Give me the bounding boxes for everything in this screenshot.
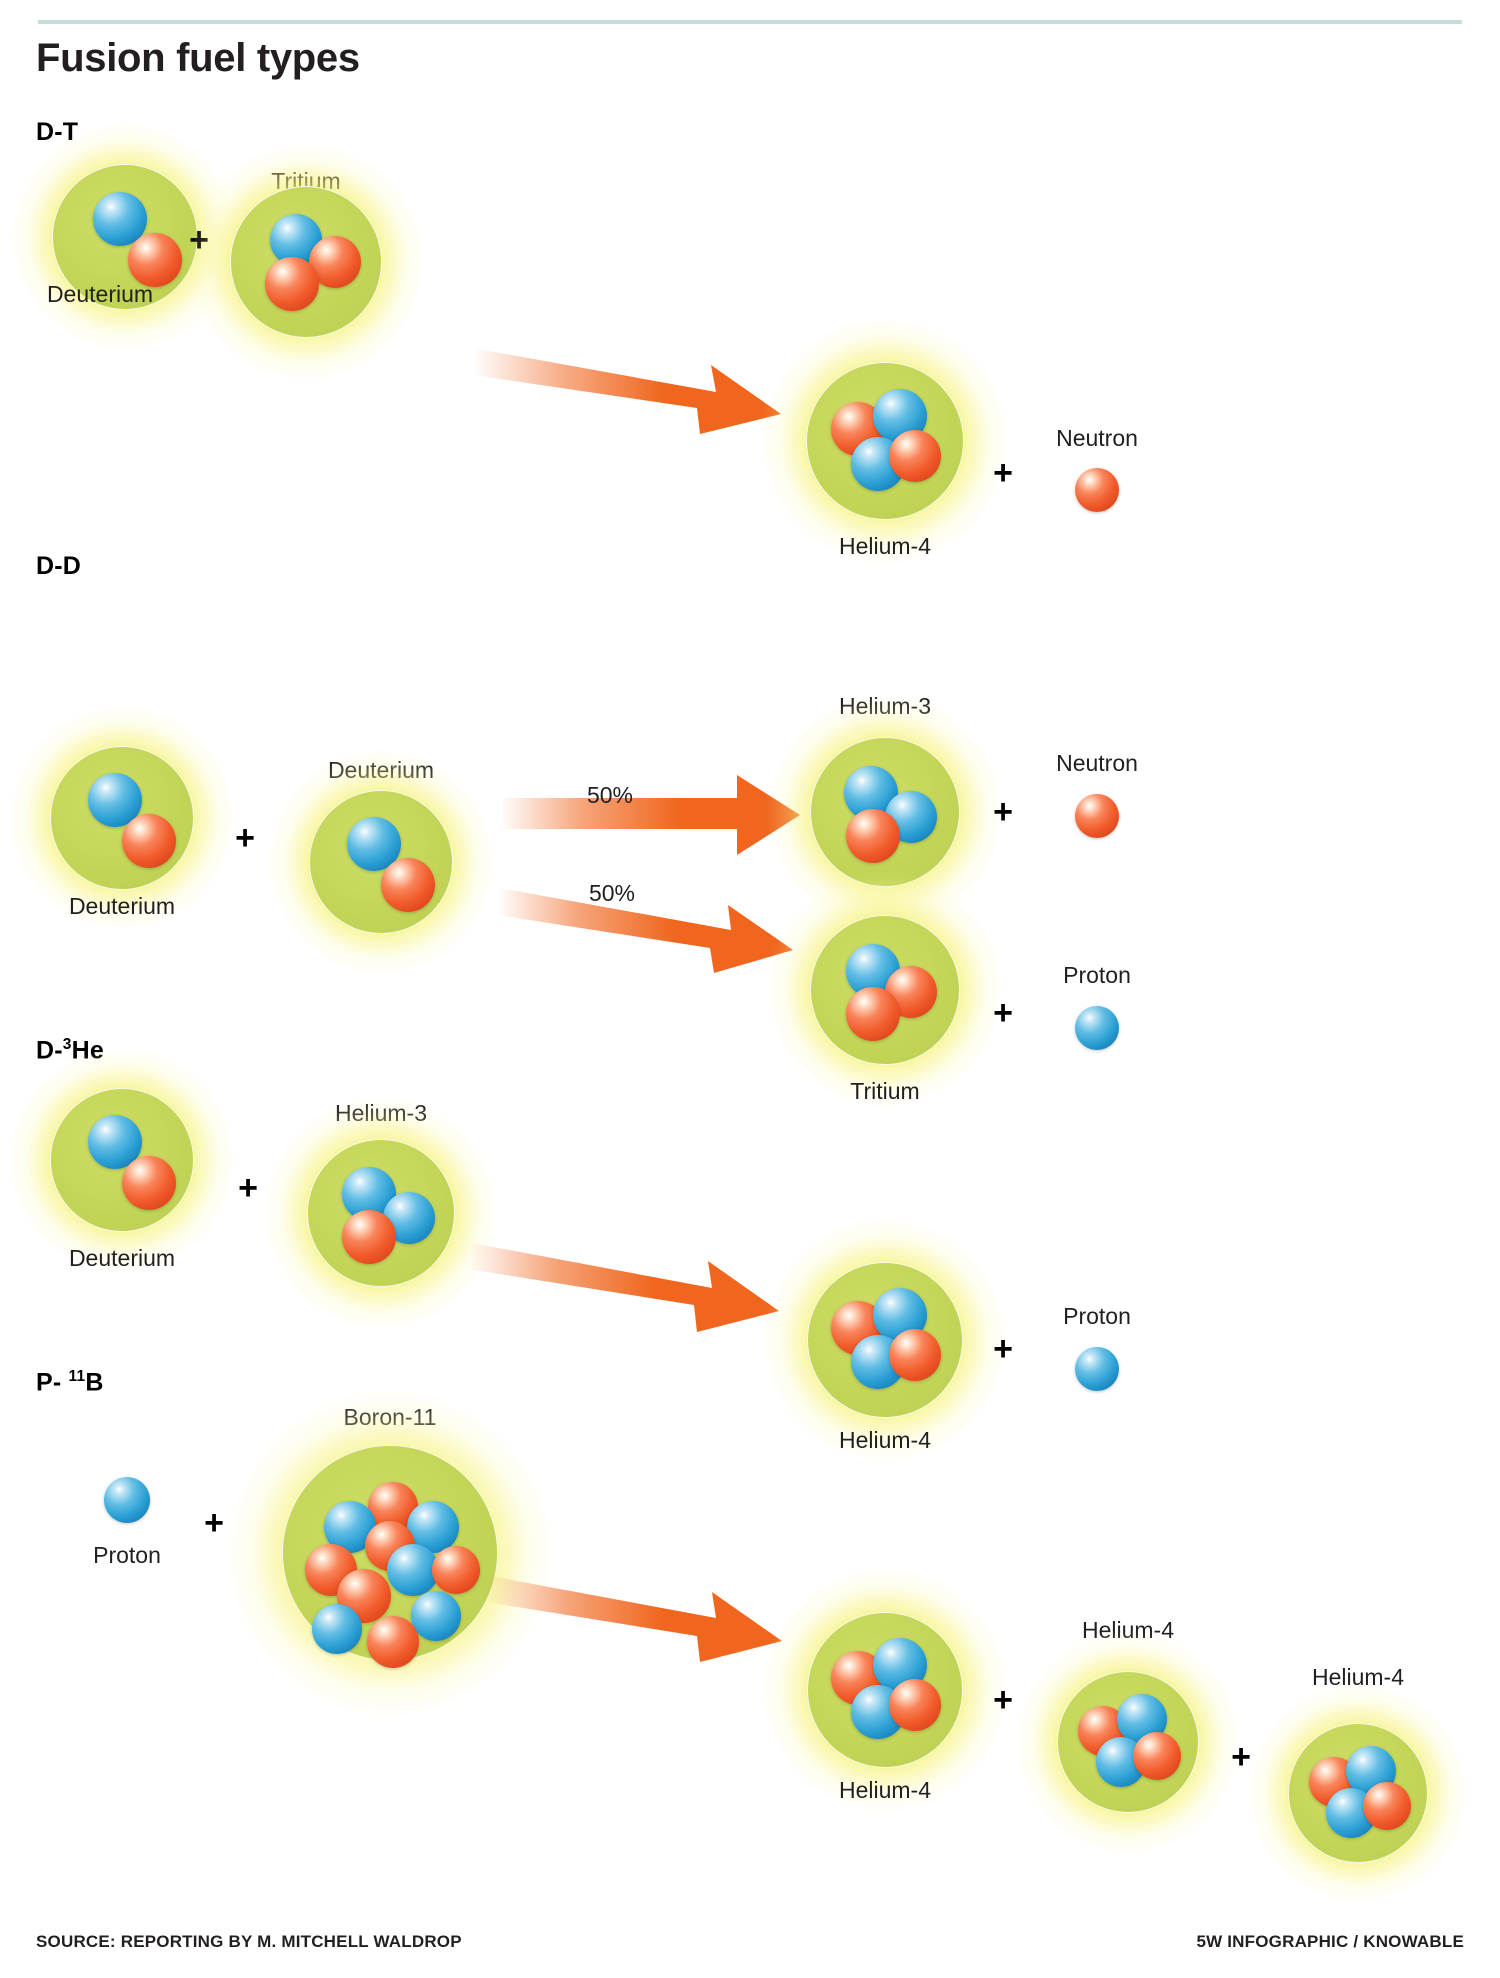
nucleus-helium4-pb11-2 [1015,1629,1241,1855]
label-proton-dhe3: Proton [1063,1303,1131,1329]
plus-sign: + [238,1169,258,1207]
row-label-dd: D-D [36,552,82,580]
neutron-sphere [381,857,436,912]
proton-sphere [1075,1006,1119,1050]
neutron-sphere [889,430,941,482]
neutron-sphere [846,986,901,1041]
nucleus-tritium-dd [766,871,1004,1109]
nucleus-boron11 [225,1388,555,1718]
plus-sign: + [235,819,255,857]
free-proton-dd [1075,1006,1119,1050]
proton-sphere [312,1603,363,1654]
neutron-sphere [888,1678,941,1731]
free-proton-dhe3 [1075,1347,1119,1391]
proton-sphere [1075,1347,1119,1391]
nucleus-helium4-dt [760,316,1010,566]
neutron-sphere [846,808,901,863]
label-neutron-dd: Neutron [1056,750,1138,776]
proton-sphere [93,191,148,246]
nucleus-deuterium-dd-2 [267,748,495,976]
neutron-sphere [264,256,319,311]
plus-sign: + [993,1330,1013,1368]
nucleus-helium4-pb11-3 [1247,1682,1469,1904]
label-deuterium-dd-1: Deuterium [68,893,176,919]
free-proton-pb11 [104,1477,150,1523]
proton-sphere [104,1477,150,1523]
neutron-sphere [432,1545,480,1594]
neutron-sphere [127,233,182,287]
plus-sign: + [204,1504,224,1542]
label-neutron-dt: Neutron [1056,425,1138,451]
branch-probability-2: 50% [588,880,636,906]
source-credit: SOURCE: REPORTING BY M. MITCHELL WALDROP [36,1932,462,1951]
neutron-sphere [888,1328,941,1381]
label-proton-dd: Proton [1063,962,1131,988]
plus-sign: + [993,793,1013,831]
neutron-sphere [1075,794,1119,838]
branch-probability-1: 50% [586,782,634,808]
proton-sphere [387,1543,440,1596]
label-deuterium-dhe3: Deuterium [68,1245,176,1271]
neutron-sphere [122,813,177,868]
plus-sign: + [1231,1738,1251,1776]
plus-sign: + [993,454,1013,492]
neutron-sphere [1075,468,1119,512]
label-helium4-dhe3: Helium-4 [838,1427,932,1453]
label-proton-pb11: Proton [93,1542,161,1568]
plus-sign: + [993,1681,1013,1719]
nucleus-helium3-dhe3 [263,1095,499,1331]
nucleus-helium4-pb11-1 [761,1566,1009,1814]
label-helium4-pb11-1: Helium-4 [838,1777,932,1803]
nucleus-tritium-dt [186,142,426,382]
neutron-sphere [122,1155,177,1210]
neutron-sphere [1362,1782,1411,1831]
neutron-sphere [1133,1731,1182,1780]
label-deuterium-dt: Deuterium [46,281,154,307]
producer-credit: 5W INFOGRAPHIC / KNOWABLE [1196,1932,1464,1951]
neutron-sphere [367,1616,420,1669]
neutron-sphere [342,1209,397,1264]
nucleus-deuterium-dhe3 [8,1046,236,1274]
row-label-pb11: P- 11B [36,1368,104,1397]
nucleus-helium4-dhe3 [762,1217,1008,1463]
plus-sign: + [993,994,1013,1032]
proton-sphere [411,1590,462,1641]
label-helium4-dt: Helium-4 [838,533,932,559]
free-neutron-dt [1075,468,1119,512]
top-rule [38,20,1462,24]
page-title: Fusion fuel types [36,36,360,80]
label-tritium-dd: Tritium [850,1078,920,1104]
free-neutron-dd [1075,794,1119,838]
nucleus-deuterium-dd-1 [8,704,236,932]
